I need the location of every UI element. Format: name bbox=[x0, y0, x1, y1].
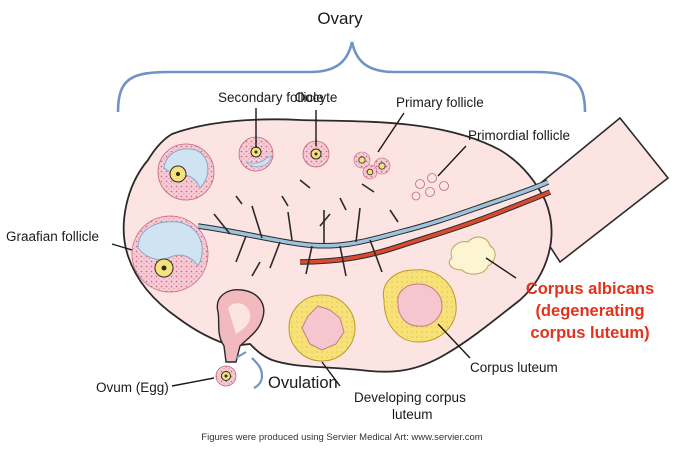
primary-follicles bbox=[353, 151, 391, 180]
label-primordial-follicle: Primordial follicle bbox=[468, 128, 570, 143]
label-ovum: Ovum (Egg) bbox=[96, 380, 169, 395]
label-corpus-albicans-line3: corpus luteum) bbox=[530, 324, 649, 342]
label-developing-corpus-luteum-line2: luteum bbox=[392, 407, 433, 422]
label-oocyte: Oocyte bbox=[295, 90, 338, 105]
label-secondary-follicle: Secondary follicle bbox=[218, 90, 324, 105]
label-primary-follicle: Primary follicle bbox=[396, 95, 484, 110]
label-ovulation: Ovulation bbox=[268, 374, 338, 392]
developing-corpus-luteum bbox=[288, 294, 356, 362]
ovulation-bracket-tip bbox=[235, 351, 247, 359]
graafian-follicle bbox=[131, 215, 209, 293]
blood-vessels bbox=[197, 179, 552, 277]
oocyte-follicle bbox=[302, 140, 330, 168]
corpus-luteum bbox=[382, 269, 457, 343]
graafian-follicle-top bbox=[157, 143, 215, 201]
secondary-follicle bbox=[238, 136, 274, 172]
label-corpus-albicans-line2: (degenerating bbox=[535, 302, 644, 320]
label-graafian-follicle: Graafian follicle bbox=[6, 229, 99, 244]
corpus-albicans bbox=[448, 236, 496, 275]
title-ovary: Ovary bbox=[317, 9, 363, 28]
credit-line: Figures were produced using Servier Medi… bbox=[201, 432, 483, 443]
label-corpus-albicans-line1: Corpus albicans bbox=[526, 280, 654, 298]
label-developing-corpus-luteum-line1: Developing corpus bbox=[354, 390, 466, 405]
ovulating-follicle bbox=[216, 289, 265, 363]
label-corpus-luteum: Corpus luteum bbox=[470, 360, 558, 375]
ovary-bracket bbox=[116, 41, 587, 113]
ovum bbox=[215, 365, 237, 387]
primordial-follicles bbox=[411, 173, 449, 201]
ovulation-bracket bbox=[251, 357, 264, 389]
leader-lines bbox=[111, 108, 517, 387]
